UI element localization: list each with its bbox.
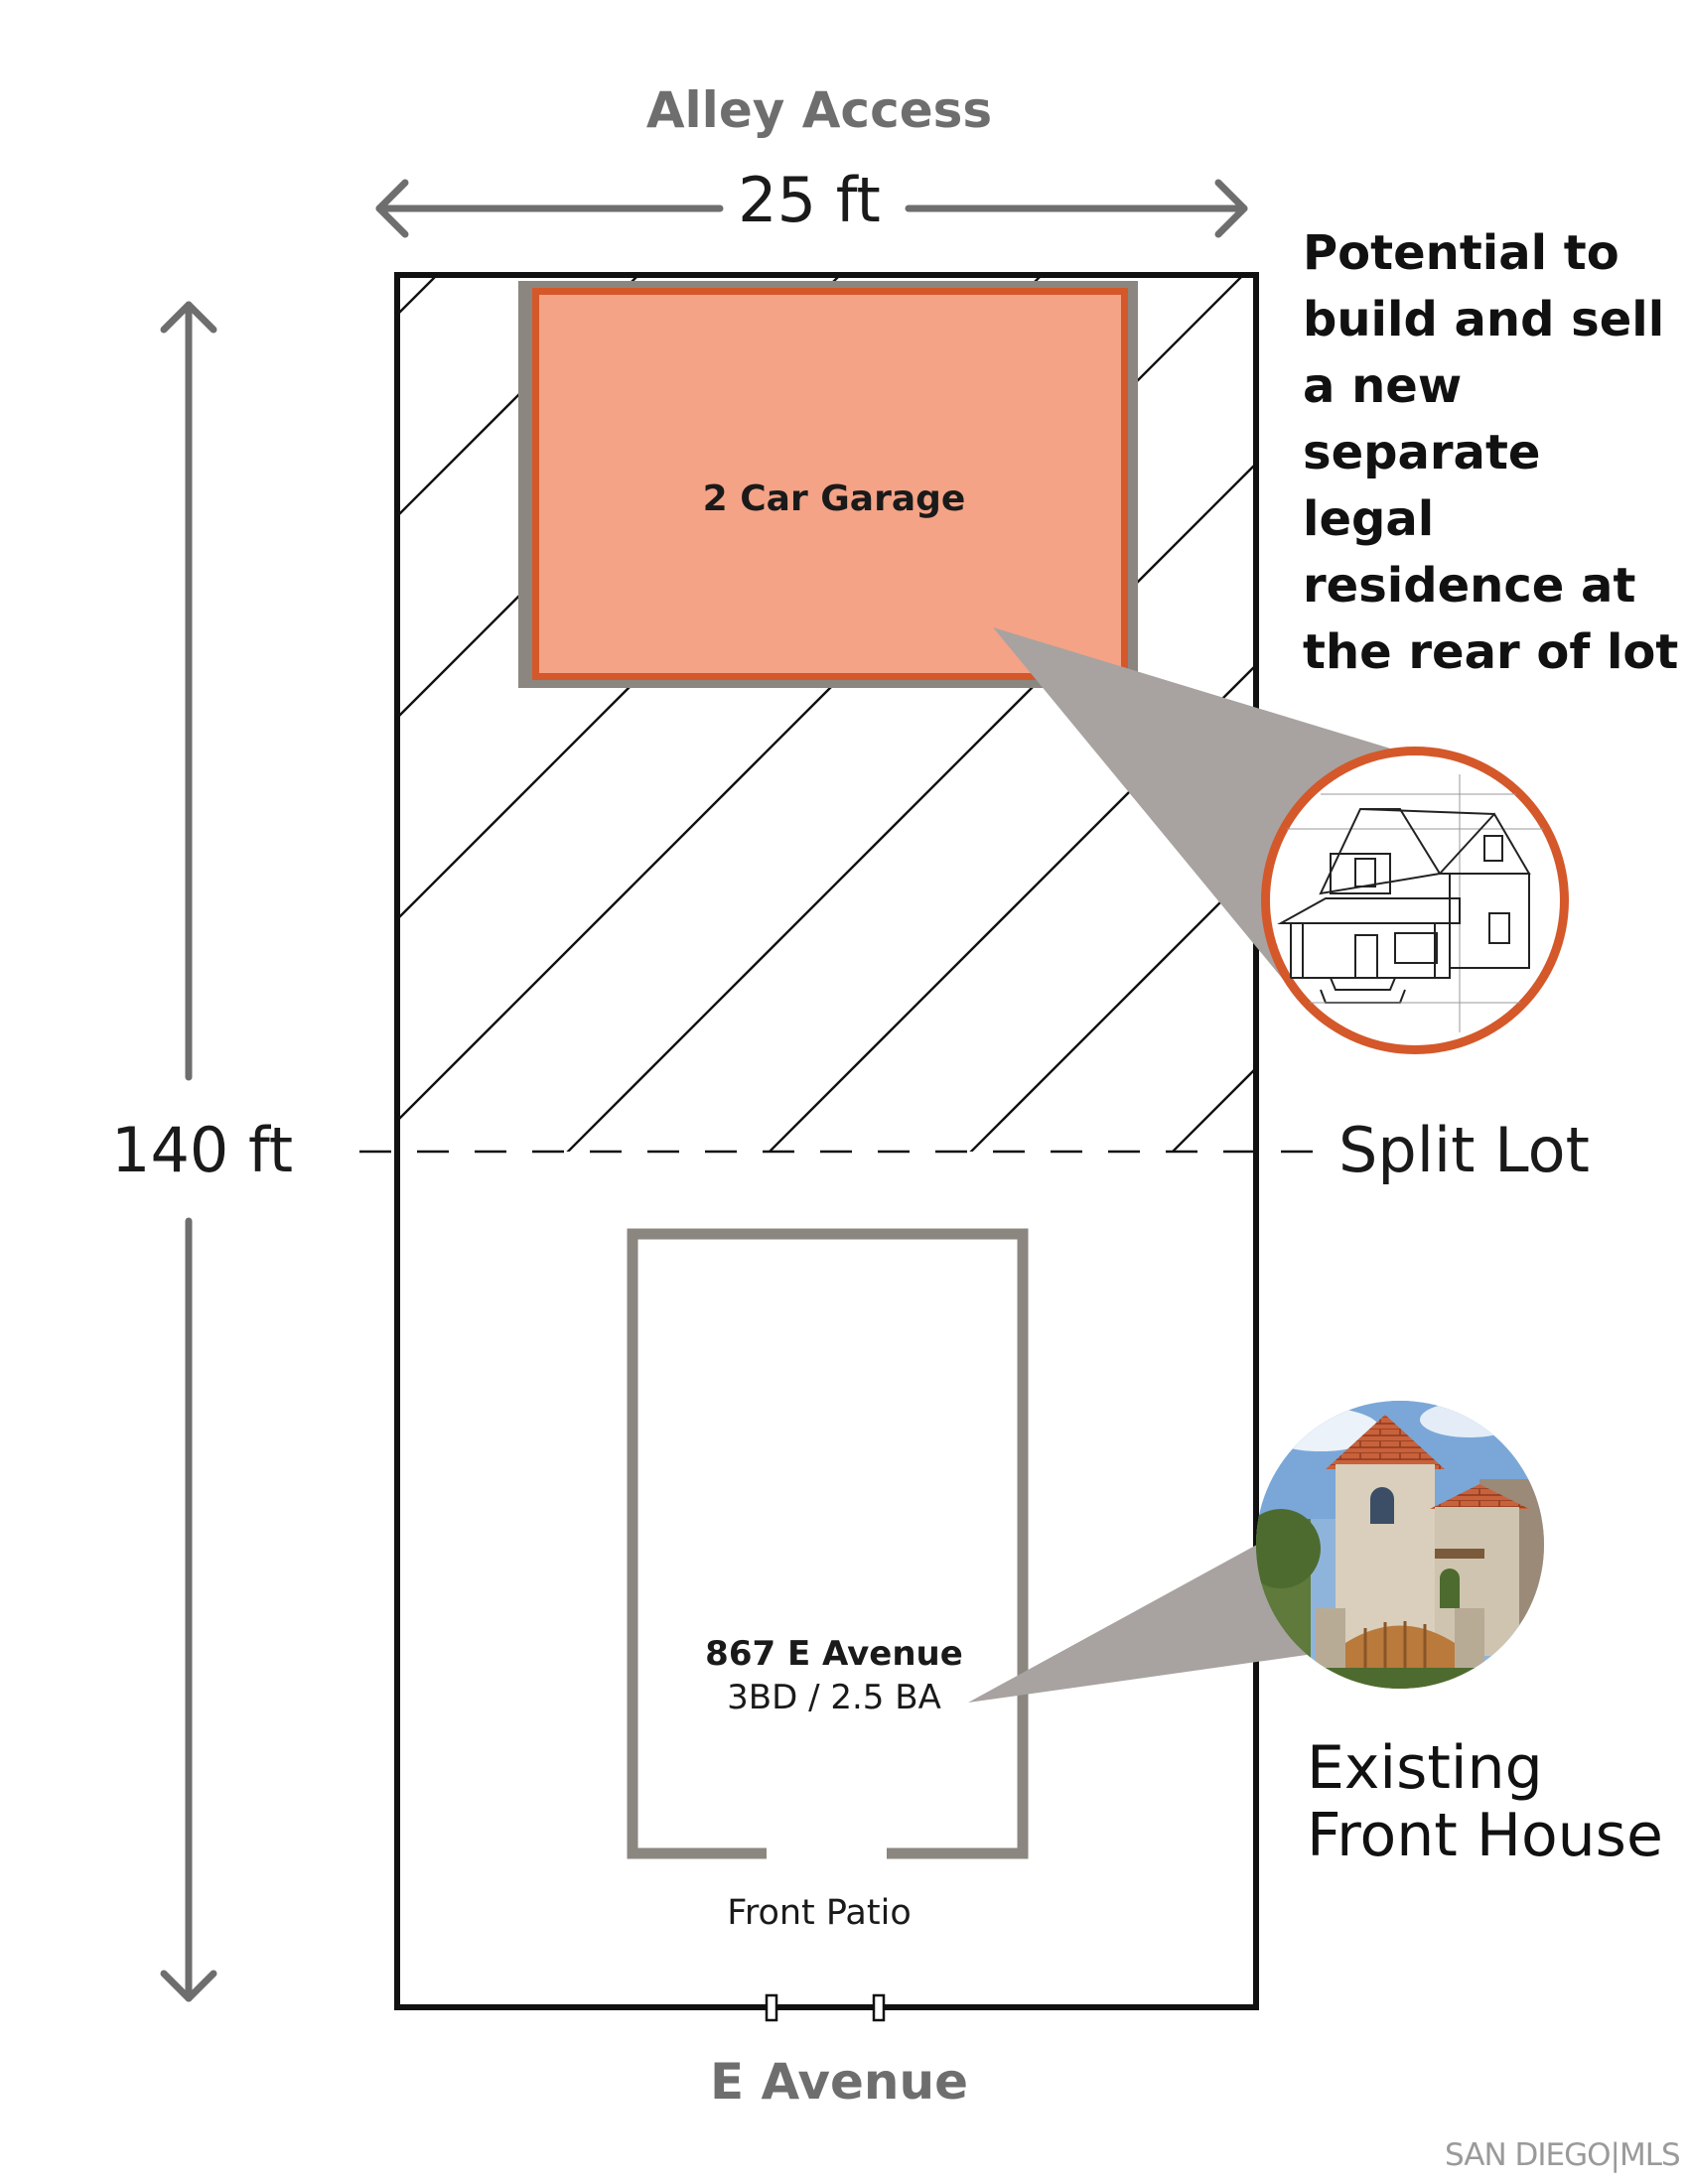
mls-watermark-logo: SAN DIEGO|MLS	[1445, 2137, 1681, 2173]
house-address-label: 867 E Avenue	[705, 1634, 963, 1674]
front-gate	[765, 1993, 886, 2022]
lot-width-label: 25 ft	[738, 164, 881, 236]
existing-house-callout-text: Existing Front House	[1307, 1733, 1663, 1870]
front-patio-label: Front Patio	[727, 1893, 912, 1933]
e-avenue-label: E Avenue	[709, 2053, 969, 2111]
garage-footprint	[518, 281, 1138, 688]
garage-label: 2 Car Garage	[702, 478, 966, 519]
lot-boundary	[394, 272, 1259, 2010]
existing-house-footprint	[627, 1228, 1029, 1859]
new-house-sketch-icon	[1261, 747, 1569, 1054]
rear-potential-callout-text: Potential to build and sell a new separa…	[1303, 225, 1679, 680]
lot-depth-label: 140 ft	[111, 1114, 294, 1186]
existing-house-photo-icon	[1256, 1401, 1544, 1689]
alley-access-label: Alley Access	[645, 81, 993, 139]
split-lot-label: Split Lot	[1338, 1114, 1590, 1186]
width-dimension-arrow	[375, 179, 1248, 238]
front-callout-wedge	[968, 1529, 1321, 1703]
house-details-label: 3BD / 2.5 BA	[727, 1678, 941, 1717]
depth-dimension-arrow	[160, 301, 217, 2002]
